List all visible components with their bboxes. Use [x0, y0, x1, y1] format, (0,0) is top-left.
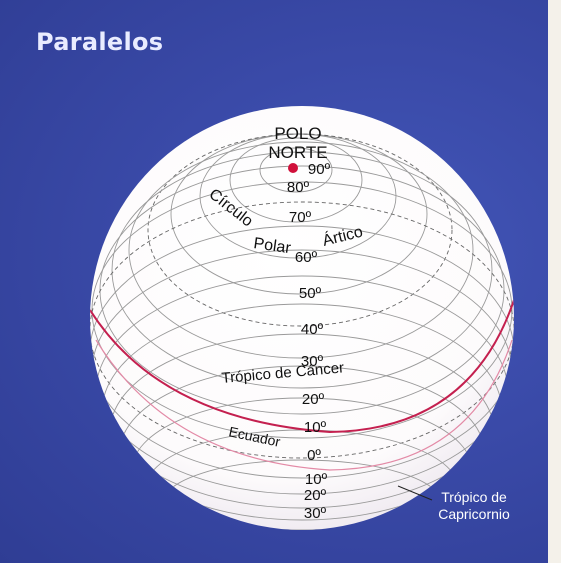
lat-label-90: 90º [308, 161, 331, 178]
tropic-capricorn-label-line1: Trópico de [441, 489, 507, 505]
parallel-80 [259, 147, 333, 193]
parallel-arctic-circle [147, 133, 453, 327]
lat-label-10s: 10º [305, 471, 328, 488]
parallel-55 [128, 141, 474, 359]
parallel-30 [90, 225, 514, 479]
north-pole-dot [288, 163, 298, 173]
parallel-40 [91, 181, 513, 439]
lat-label-50: 50º [299, 285, 322, 302]
pole-label-line2: NORTE [268, 143, 327, 162]
pink-parallel-equator [95, 339, 513, 471]
parallel-75 [229, 137, 363, 223]
globe-sphere [90, 106, 514, 530]
lat-label-20n: 20º [302, 391, 325, 408]
arctic-label-polar: Polar [252, 235, 292, 257]
red-parallel-tropic [90, 299, 514, 434]
special-parallels [90, 299, 514, 434]
capricorn-pointer-line [397, 485, 433, 501]
tropic-capricorn-label-line2: Capricornio [438, 506, 510, 522]
lat-label-30s: 30º [304, 505, 327, 522]
lat-label-40: 40º [301, 321, 324, 338]
lat-label-10n: 10º [304, 419, 327, 436]
parallel-50 [111, 151, 493, 389]
parallel-45 [99, 165, 505, 415]
parallel-35 [90, 201, 514, 459]
lat-label-80: 80º [287, 179, 310, 196]
special-parallels-light [95, 339, 513, 471]
page-title: Paralelos [36, 28, 164, 56]
lat-label-0: 0º [307, 447, 321, 464]
lat-label-60: 60º [295, 249, 318, 266]
lat-label-70: 70º [289, 209, 312, 226]
pole-label-line1: POLO [274, 124, 321, 143]
lat-label-30n: 30º [301, 353, 324, 370]
lat-label-20s: 20º [304, 487, 327, 504]
